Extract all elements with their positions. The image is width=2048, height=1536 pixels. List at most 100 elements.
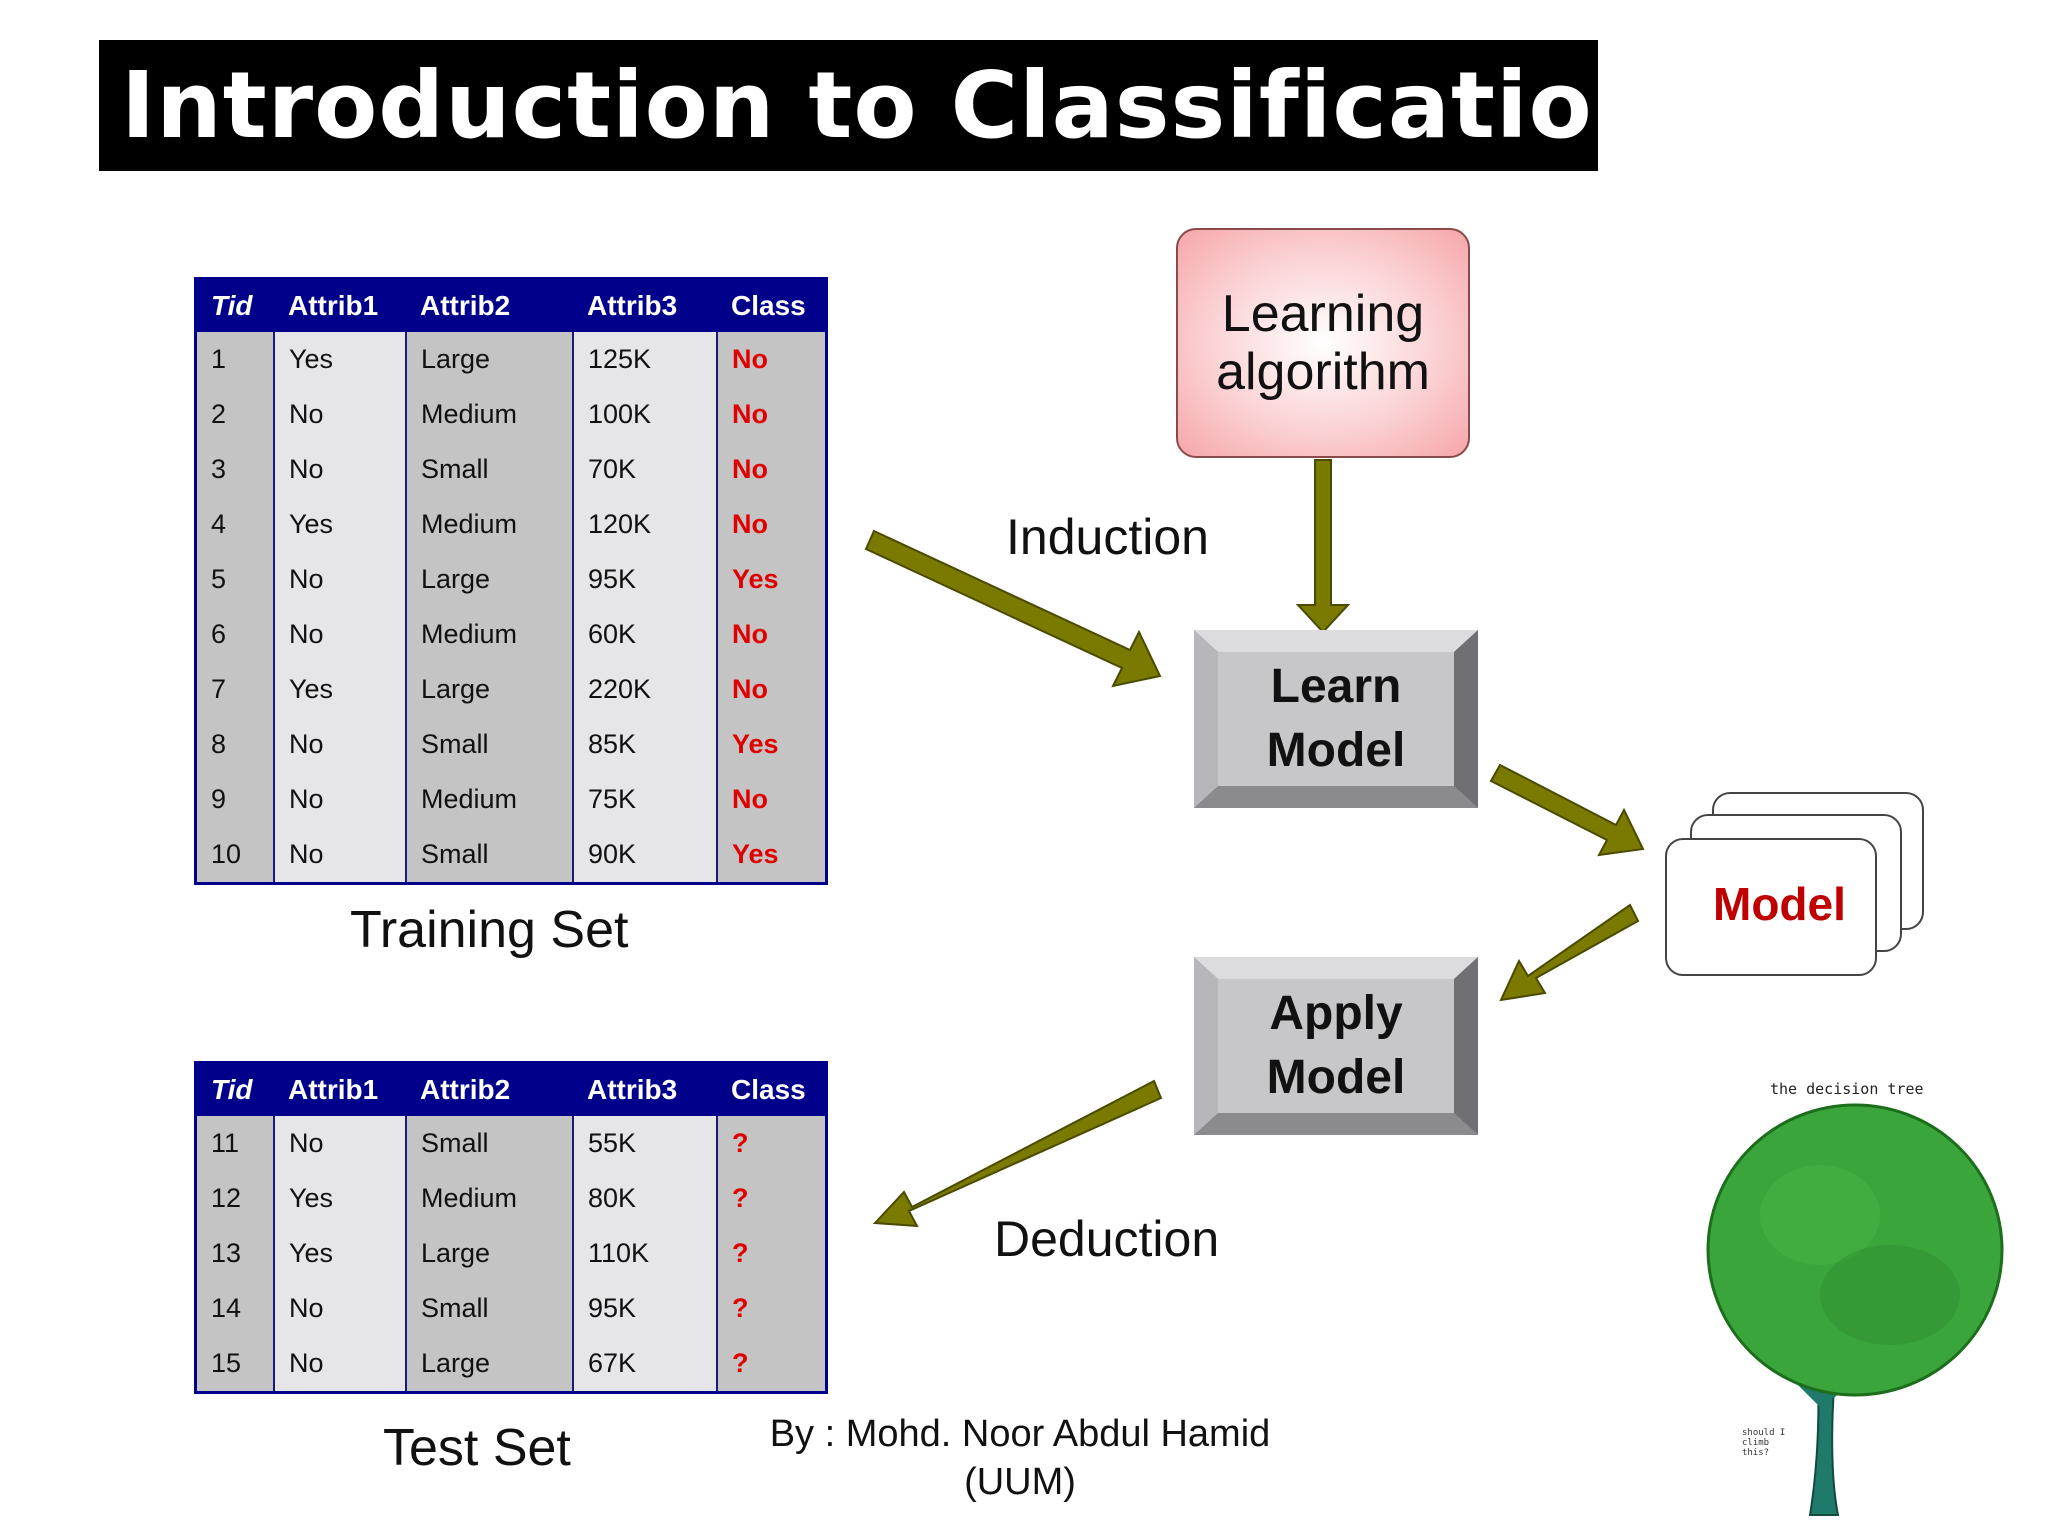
header-attrib1: Attrib1 (274, 278, 406, 332)
cell-class: No (716, 772, 827, 827)
cell-tid: 13 (195, 1226, 274, 1281)
cell-tid: 3 (195, 442, 274, 497)
cell-attrib2: Medium (405, 607, 573, 662)
cell-tid: 15 (195, 1336, 274, 1393)
header-attrib2: Attrib2 (406, 1062, 573, 1116)
cell-class: Yes (716, 552, 827, 607)
table-header-row: Tid Attrib1 Attrib2 Attrib3 Class (195, 1062, 827, 1116)
cell-attrib3: 95K (572, 1281, 717, 1336)
training-set-caption: Training Set (350, 901, 629, 959)
cell-attrib1: No (273, 717, 406, 772)
header-attrib2: Attrib2 (406, 278, 573, 332)
cell-class: No (716, 332, 827, 387)
cell-attrib2: Large (405, 662, 573, 717)
cell-attrib2: Small (405, 1116, 573, 1171)
cell-attrib2: Medium (405, 772, 573, 827)
induction-label: Induction (1006, 509, 1209, 565)
header-tid: Tid (195, 1062, 274, 1116)
cell-tid: 7 (195, 662, 274, 717)
cell-tid: 14 (195, 1281, 274, 1336)
algorithm-to-learn-arrow (1295, 459, 1351, 634)
cell-attrib3: 125K (572, 332, 717, 387)
author-affiliation: (UUM) (964, 1461, 1076, 1503)
deduction-arrow (872, 1079, 1163, 1228)
cell-attrib1: Yes (273, 1171, 406, 1226)
cell-attrib2: Large (405, 1336, 573, 1393)
cell-attrib1: No (273, 387, 406, 442)
cell-class: No (716, 497, 827, 552)
cell-class: Yes (716, 717, 827, 772)
cell-tid: 2 (195, 387, 274, 442)
cell-attrib3: 80K (572, 1171, 717, 1226)
cell-attrib2: Small (405, 442, 573, 497)
cell-tid: 4 (195, 497, 274, 552)
cell-attrib1: No (273, 1336, 406, 1393)
cell-attrib1: No (273, 827, 406, 884)
cell-attrib2: Large (405, 332, 573, 387)
cell-attrib2: Large (405, 552, 573, 607)
cell-attrib1: No (273, 772, 406, 827)
deduction-label: Deduction (994, 1211, 1220, 1267)
learning-algorithm-label: Learning algorithm (1216, 285, 1430, 401)
cell-tid: 6 (195, 607, 274, 662)
cell-attrib3: 75K (572, 772, 717, 827)
test-set-caption: Test Set (383, 1419, 571, 1477)
cell-tid: 10 (195, 827, 274, 884)
cell-class: Yes (716, 827, 827, 884)
author-credit: By : Mohd. Noor Abdul Hamid (UUM) (740, 1410, 1300, 1506)
cell-attrib1: No (273, 442, 406, 497)
model-to-apply-arrow (1499, 903, 1640, 1002)
header-attrib1: Attrib1 (274, 1062, 406, 1116)
cell-class: ? (716, 1171, 827, 1226)
cell-attrib2: Medium (405, 1171, 573, 1226)
cell-attrib1: Yes (273, 497, 406, 552)
cell-class: No (716, 442, 827, 497)
cell-attrib1: No (273, 1281, 406, 1336)
cell-attrib3: 95K (572, 552, 717, 607)
model-card-front (1665, 838, 1877, 976)
cell-tid: 1 (195, 332, 274, 387)
tree-caption: the decision tree (1770, 1080, 1924, 1098)
cell-attrib2: Medium (405, 387, 573, 442)
cell-tid: 8 (195, 717, 274, 772)
learning-algorithm-box: Learning algorithm (1176, 228, 1470, 458)
cell-attrib1: No (273, 552, 406, 607)
header-attrib3: Attrib3 (573, 1062, 717, 1116)
cell-attrib1: Yes (273, 1226, 406, 1281)
cell-attrib3: 100K (572, 387, 717, 442)
cell-class: ? (716, 1336, 827, 1393)
cell-tid: 9 (195, 772, 274, 827)
cell-tid: 12 (195, 1171, 274, 1226)
cell-tid: 11 (195, 1116, 274, 1171)
cell-class: ? (716, 1116, 827, 1171)
cell-attrib3: 60K (572, 607, 717, 662)
cell-class: No (716, 662, 827, 717)
cell-attrib1: No (273, 607, 406, 662)
cell-attrib2: Large (405, 1226, 573, 1281)
cell-attrib3: 67K (572, 1336, 717, 1393)
cell-attrib3: 85K (572, 717, 717, 772)
header-class: Class (717, 278, 827, 332)
cell-class: No (716, 387, 827, 442)
cell-attrib3: 55K (572, 1116, 717, 1171)
cell-attrib2: Small (405, 827, 573, 884)
header-class: Class (717, 1062, 827, 1116)
cell-tid: 5 (195, 552, 274, 607)
cell-attrib3: 110K (572, 1226, 717, 1281)
